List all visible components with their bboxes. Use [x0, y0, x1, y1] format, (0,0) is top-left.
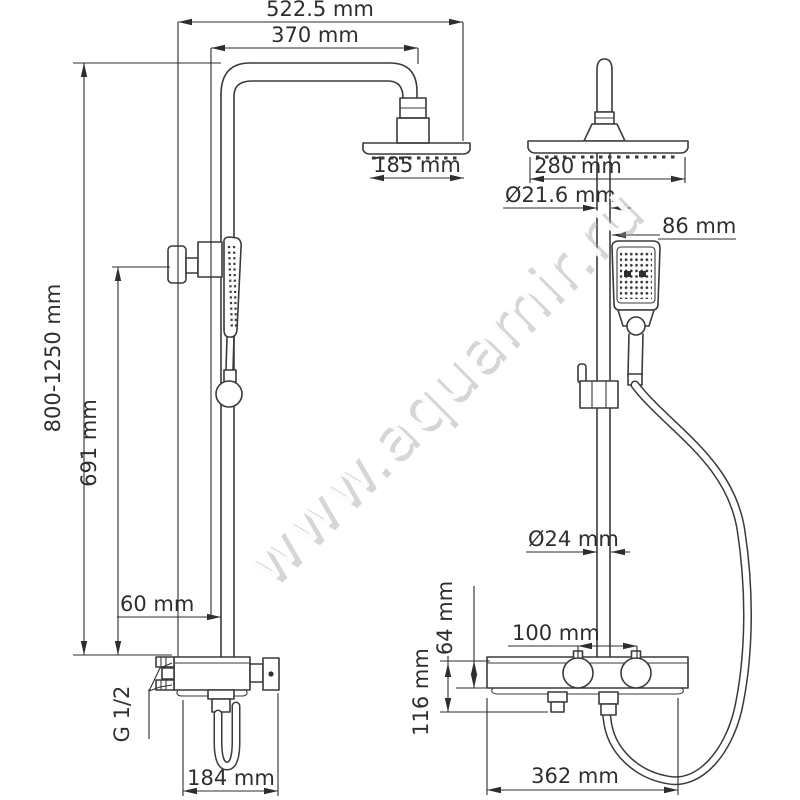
dim-total-width: 522.5 mm — [177, 0, 464, 657]
mixer-body-front — [486, 650, 689, 716]
dim-offset-60-label: 60 mm — [120, 592, 194, 616]
dimensions-left-view: 522.5 mm 370 mm 185 mm 800-1250 mm — [41, 0, 464, 796]
hand-shower-front — [611, 240, 661, 386]
dimensions-right-view: 280 mm Ø21.6 mm 86 mm Ø24 mm — [409, 154, 736, 795]
pipe-top-cap — [583, 58, 626, 142]
slider-bracket — [577, 363, 619, 409]
dim-base-width-label: 184 mm — [187, 766, 275, 790]
shower-hose — [601, 380, 752, 786]
dim-total-height-label: 800-1250 mm — [41, 284, 65, 433]
dim-body-total-height: 116 mm — [409, 648, 548, 736]
right-view-shower-column — [486, 58, 752, 786]
dim-body-height: 64 mm — [433, 581, 490, 689]
dim-riser-diameter-label: Ø24 mm — [528, 527, 619, 551]
dim-head-width-right: 280 mm — [529, 154, 686, 183]
wall-bracket — [167, 241, 223, 284]
dim-body-width: 362 mm — [486, 698, 679, 795]
overhead-shower-front — [527, 140, 689, 159]
hand-shower-profile — [215, 236, 243, 408]
right-knob — [620, 657, 652, 689]
left-view-shower-column — [155, 62, 471, 771]
shower-arm — [220, 62, 430, 144]
dim-rail-height-label: 691 mm — [77, 399, 101, 487]
left-knob — [562, 657, 594, 689]
dim-thread: G 1/2 — [110, 662, 173, 743]
dim-handset-offset: 86 mm — [612, 214, 736, 240]
dim-arm-width-label: 370 mm — [271, 23, 359, 47]
dim-base-width: 184 mm — [182, 693, 279, 796]
dim-handle-spacing-label: 100 mm — [512, 621, 600, 645]
hose-loop-profile — [213, 701, 241, 771]
handle-ring — [626, 316, 646, 336]
dim-head-width-right-label: 280 mm — [534, 154, 622, 178]
handle-dot — [268, 671, 274, 677]
dim-body-width-label: 362 mm — [531, 764, 619, 788]
dim-thread-label: G 1/2 — [110, 686, 134, 743]
dim-handset-offset-label: 86 mm — [662, 214, 736, 238]
dim-top-pipe-diameter-label: Ø21.6 mm — [505, 183, 616, 207]
dim-arm-width: 370 mm — [210, 23, 419, 618]
mixer-body-profile — [155, 656, 280, 771]
dim-riser-diameter: Ø24 mm — [526, 527, 630, 556]
dim-total-width-label: 522.5 mm — [266, 0, 374, 21]
overhead-shower-profile — [362, 142, 471, 160]
slider-knob — [215, 380, 243, 408]
dim-handle-spacing: 100 mm — [508, 621, 638, 658]
dim-offset-60: 60 mm — [117, 592, 221, 621]
dim-total-height: 800-1250 mm — [41, 62, 221, 656]
dim-body-height-label: 64 mm — [433, 581, 457, 655]
dim-rail-height: 691 mm — [77, 266, 170, 655]
dim-head-width-left-label: 185 mm — [373, 153, 461, 177]
dim-top-pipe-diameter: Ø21.6 mm — [503, 183, 631, 212]
dim-head-width-left: 185 mm — [370, 153, 464, 182]
dim-body-total-height-label: 116 mm — [409, 648, 433, 736]
